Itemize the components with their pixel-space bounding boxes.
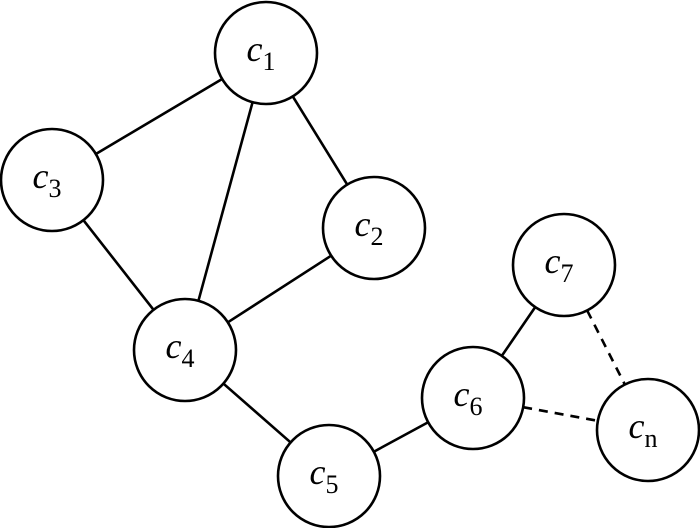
node-label-c5: c5 <box>310 452 339 499</box>
node-label-subscript: 3 <box>48 174 61 203</box>
node-label-c7: c7 <box>545 241 574 288</box>
node-circle-cn <box>595 377 700 483</box>
edge-c6-c7 <box>500 305 537 358</box>
node-label-base: c <box>454 374 470 414</box>
node-label-cn: cn <box>629 406 658 453</box>
edge-c2-c4 <box>226 254 333 324</box>
node-c7: c7 <box>511 212 617 318</box>
edge-c7-cn <box>585 309 627 386</box>
node-label-subscript: 2 <box>370 222 383 251</box>
node-label-c4: c4 <box>166 326 195 373</box>
node-c4: c4 <box>132 297 238 403</box>
edge-c1-c2 <box>291 95 349 186</box>
node-c5: c5 <box>276 423 382 528</box>
node-circle-c4 <box>132 297 238 403</box>
node-circle-c1 <box>213 0 319 106</box>
node-c1: c1 <box>213 0 319 106</box>
node-label-c2: c2 <box>355 204 384 251</box>
node-circle-c5 <box>276 423 382 528</box>
node-circle-c6 <box>420 345 526 451</box>
edge-c1-c3 <box>94 77 224 156</box>
edge-c4-c5 <box>222 382 292 444</box>
node-label-subscript: n <box>644 424 657 453</box>
node-c6: c6 <box>420 345 526 451</box>
node-label-base: c <box>545 241 561 281</box>
node-circle-c2 <box>321 175 427 281</box>
node-label-c6: c6 <box>454 374 483 421</box>
edge-c3-c4 <box>82 218 155 312</box>
node-c2: c2 <box>321 175 427 281</box>
node-label-base: c <box>310 452 326 492</box>
node-label-subscript: 5 <box>325 470 338 499</box>
node-label-subscript: 4 <box>181 344 194 373</box>
node-label-base: c <box>247 29 263 69</box>
edge-c1-c4 <box>197 100 254 303</box>
node-label-base: c <box>355 204 371 244</box>
edge-c5-c6 <box>372 420 430 454</box>
node-label-base: c <box>629 406 645 446</box>
node-label-subscript: 7 <box>560 259 573 288</box>
node-label-base: c <box>33 156 49 196</box>
edge-c6-cn <box>522 405 599 423</box>
node-circle-c7 <box>511 212 617 318</box>
node-c3: c3 <box>0 127 105 233</box>
node-cn: cn <box>595 377 700 483</box>
node-label-base: c <box>166 326 182 366</box>
node-circle-c3 <box>0 127 105 233</box>
node-label-subscript: 6 <box>469 392 482 421</box>
edges-layer <box>82 77 627 454</box>
node-label-c3: c3 <box>33 156 62 203</box>
node-label-c1: c1 <box>247 29 276 76</box>
node-label-subscript: 1 <box>262 47 275 76</box>
